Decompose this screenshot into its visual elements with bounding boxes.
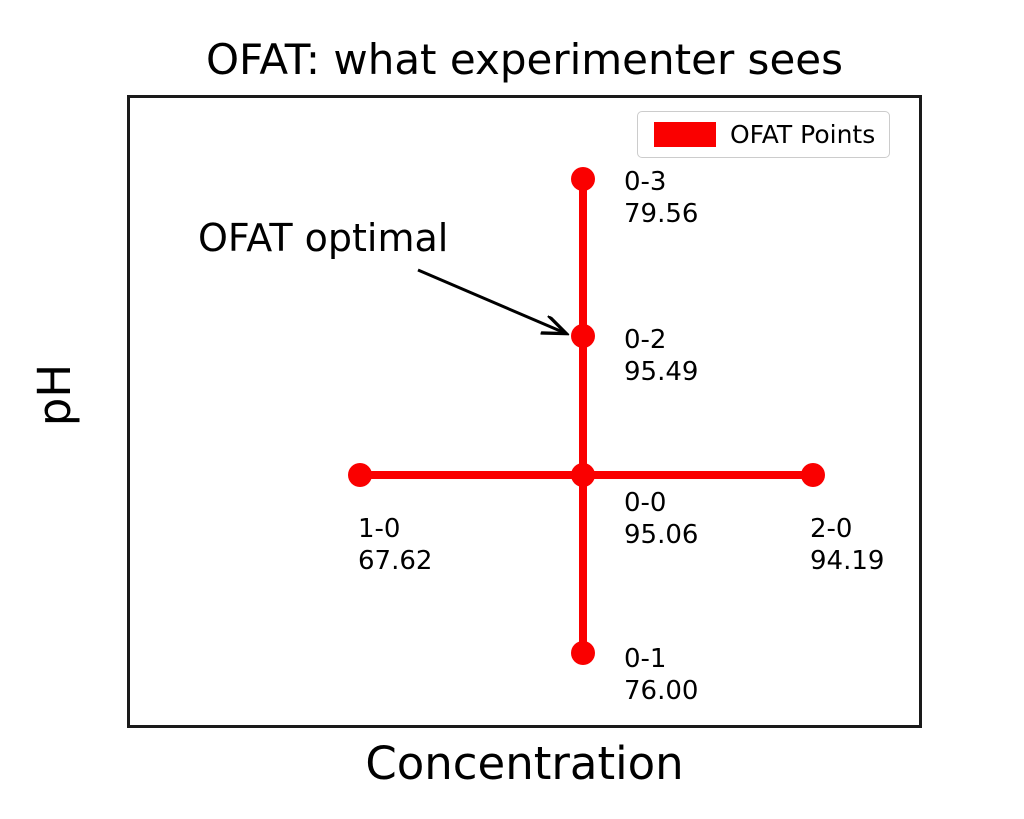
- point-code: 2-0: [810, 514, 853, 544]
- point-label-1-0: 1-0 67.62: [358, 513, 432, 577]
- chart-title: OFAT: what experimenter sees: [205, 35, 844, 84]
- y-axis-label: pH: [28, 363, 81, 427]
- point-code: 0-2: [624, 325, 667, 355]
- ofat-marker-1-0[interactable]: [348, 463, 372, 487]
- chart-legend[interactable]: OFAT Points: [637, 111, 891, 158]
- point-value: 79.56: [624, 199, 699, 229]
- ofat-marker-0-3[interactable]: [571, 167, 595, 191]
- point-label-0-0: 0-0 95.06: [624, 487, 698, 551]
- point-label-2-0: 2-0 94.19: [810, 513, 884, 577]
- ofat-marker-0-1[interactable]: [571, 641, 595, 665]
- legend-label-ofat-points: OFAT Points: [730, 120, 876, 149]
- point-code: 0-3: [624, 167, 667, 197]
- point-label-0-2: 0-2 95.49: [624, 324, 698, 388]
- annotation-ofat-optimal-label: OFAT optimal: [198, 216, 449, 260]
- point-code: 0-1: [624, 644, 667, 674]
- plot-frame: 0-3 79.56 0-2 95.49 0-0 95.06 1-0 67.62 …: [127, 95, 922, 728]
- ofat-marker-0-0[interactable]: [571, 463, 595, 487]
- point-value: 95.06: [624, 520, 699, 550]
- point-code: 1-0: [358, 514, 401, 544]
- point-label-0-1: 0-1 76.00: [624, 643, 698, 707]
- legend-swatch-ofat-points: [654, 122, 716, 147]
- point-value: 95.49: [624, 357, 699, 387]
- point-code: 0-0: [624, 488, 667, 518]
- ofat-marker-2-0[interactable]: [801, 463, 825, 487]
- plot-area: 0-3 79.56 0-2 95.49 0-0 95.06 1-0 67.62 …: [130, 98, 919, 725]
- ofat-line-vertical: [579, 179, 587, 653]
- point-label-0-3: 0-3 79.56: [624, 166, 698, 230]
- x-axis-label: Concentration: [365, 737, 684, 790]
- ofat-marker-0-2[interactable]: [571, 324, 595, 348]
- point-value: 94.19: [810, 546, 885, 576]
- point-value: 76.00: [624, 676, 699, 706]
- point-value: 67.62: [358, 546, 433, 576]
